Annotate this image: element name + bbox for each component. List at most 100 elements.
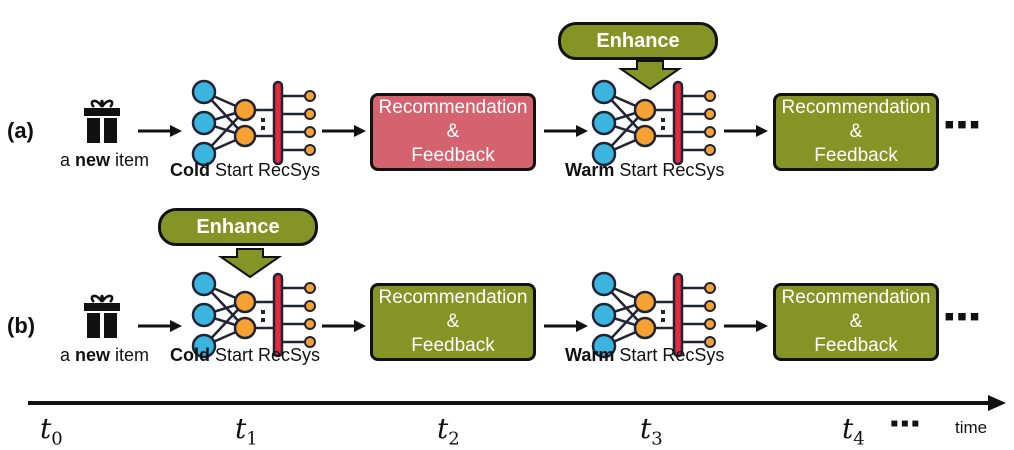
neural-network-icon	[591, 79, 716, 167]
neural-network-icon	[191, 79, 316, 167]
input-node	[591, 110, 617, 136]
output-node	[304, 318, 316, 330]
tick-t1: t1	[235, 412, 258, 450]
gift-icon	[84, 294, 120, 338]
box-line: Feedback	[814, 145, 898, 166]
recsys-caption-b2: Warm Start RecSys	[565, 345, 725, 365]
output-node	[704, 300, 716, 312]
tick-t2: t2	[437, 412, 460, 450]
output-bar	[272, 272, 284, 358]
box-line: Feedback	[411, 145, 495, 166]
output-bar	[272, 80, 284, 166]
box-line: &	[849, 311, 863, 332]
output-node	[304, 144, 316, 156]
output-node	[304, 90, 316, 102]
input-node	[591, 333, 617, 359]
output-node	[304, 126, 316, 138]
hidden-node	[633, 290, 657, 314]
box-line: &	[446, 121, 460, 142]
right-arrow-icon	[544, 125, 588, 137]
enhance-fairness-badge: Enhance fairness	[558, 22, 718, 84]
output-node	[304, 108, 316, 120]
right-arrow-icon	[138, 320, 182, 332]
output-node	[704, 144, 716, 156]
output-node	[704, 336, 716, 348]
output-node	[304, 282, 316, 294]
recsys-caption-a1: Cold Start RecSys	[170, 160, 321, 180]
recommendation-feedback-box: Recommendation & Feedback	[773, 283, 939, 361]
ellipsis-dot	[661, 310, 665, 314]
input-node	[591, 141, 617, 167]
right-arrow-icon	[724, 320, 768, 332]
hidden-node	[633, 98, 657, 122]
ellipsis-dot	[661, 126, 665, 130]
down-arrow-icon	[217, 248, 283, 279]
ellipsis: ▪▪▪	[944, 300, 982, 333]
output-node	[704, 126, 716, 138]
recsys-caption-a2: Warm Start RecSys	[565, 160, 725, 180]
right-arrow-icon	[544, 320, 588, 332]
row-label-a: (a)	[7, 118, 34, 143]
time-axis-label: time	[955, 418, 988, 437]
ellipsis-dot	[261, 318, 265, 322]
recsys-caption-b1: Cold Start RecSys	[170, 345, 321, 365]
hidden-node	[233, 316, 257, 340]
hidden-node	[633, 316, 657, 340]
down-arrow-icon	[617, 60, 683, 91]
row-label-b: (b)	[7, 313, 36, 338]
input-node	[191, 141, 217, 167]
input-node	[591, 79, 617, 105]
input-node	[191, 79, 217, 105]
tick-t3: t3	[640, 412, 663, 450]
input-node	[191, 110, 217, 136]
right-arrow-icon	[322, 320, 366, 332]
output-node	[704, 90, 716, 102]
ellipsis-dot	[261, 126, 265, 130]
ellipsis-dot	[661, 118, 665, 122]
item-caption-b: a new item	[60, 345, 150, 365]
output-node	[704, 108, 716, 120]
tick-t4: t4	[842, 412, 865, 450]
box-line: Recommendation	[781, 287, 931, 308]
neural-network-icon	[591, 271, 716, 359]
input-node	[191, 302, 217, 328]
hidden-node	[233, 290, 257, 314]
neural-network-icon	[191, 271, 316, 359]
input-node	[191, 271, 217, 297]
output-bar	[672, 272, 684, 358]
hidden-node	[633, 124, 657, 148]
input-node	[191, 333, 217, 359]
enhance-fairness-badge: Enhance fairness	[158, 208, 318, 270]
ellipsis-dot	[261, 310, 265, 314]
right-arrow-icon	[322, 125, 366, 137]
tick-t0: t0	[40, 412, 63, 450]
box-line: Recommendation	[378, 97, 528, 118]
right-arrow-icon	[138, 125, 182, 137]
time-axis-arrow	[28, 395, 1006, 411]
output-node	[304, 336, 316, 348]
box-line: Feedback	[411, 335, 495, 356]
right-arrow-icon	[724, 125, 768, 137]
input-node	[591, 271, 617, 297]
output-node	[704, 282, 716, 294]
recommendation-feedback-box: Recommendation & Feedback	[773, 93, 939, 171]
ellipsis-dot	[261, 118, 265, 122]
box-line: Feedback	[814, 335, 898, 356]
box-line: &	[446, 311, 460, 332]
recommendation-feedback-box: Recommendation & Feedback	[370, 283, 536, 361]
gift-icon	[84, 99, 120, 143]
output-bar	[672, 80, 684, 166]
box-line: Recommendation	[781, 97, 931, 118]
item-caption-a: a new item	[60, 150, 150, 170]
box-line: Recommendation	[378, 287, 528, 308]
ellipsis-dot	[661, 318, 665, 322]
box-line: &	[849, 121, 863, 142]
hidden-node	[233, 124, 257, 148]
ellipsis: ▪▪▪	[944, 108, 982, 141]
output-node	[304, 300, 316, 312]
timeline-ellipsis: ▪▪▪	[890, 410, 922, 437]
input-node	[591, 302, 617, 328]
output-node	[704, 318, 716, 330]
recommendation-feedback-box: Recommendation & Feedback	[370, 93, 536, 171]
hidden-node	[233, 98, 257, 122]
